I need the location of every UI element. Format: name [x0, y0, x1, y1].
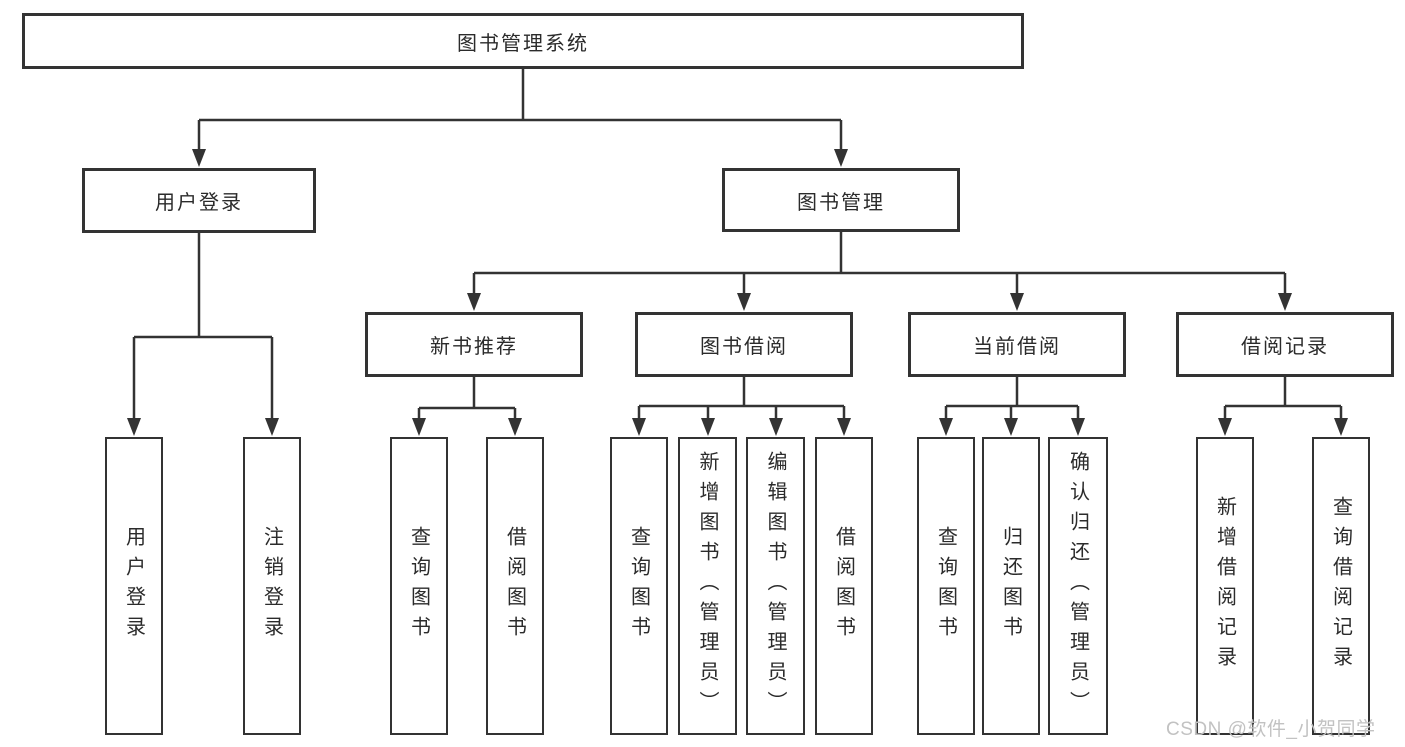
node-current-borrow-label: 当前借阅 [973, 336, 1061, 358]
leaf-add-borrow-record-label: 新增借阅记录 [1213, 496, 1236, 676]
leaf-return-book-label: 归还图书 [999, 526, 1022, 646]
arrowhead [1071, 418, 1085, 436]
arrowhead [412, 418, 426, 436]
leaf-recommend-borrow-book-label: 借阅图书 [503, 526, 526, 646]
arrowhead [939, 418, 953, 436]
node-user-login: 用户登录 [82, 168, 316, 233]
connector-root-to-level2 [197, 69, 843, 150]
leaf-borrow-query-book: 查询图书 [610, 437, 668, 735]
leaf-recommend-borrow-book: 借阅图书 [486, 437, 544, 735]
connector-borrow-to-leaves [637, 377, 846, 419]
leaf-edit-book-admin: 编辑图书（管理员） [746, 437, 805, 735]
connector-login-to-leaves [132, 233, 274, 419]
node-root-label: 图书管理系统 [457, 32, 589, 55]
leaf-borrow-book-label: 借阅图书 [832, 526, 855, 646]
arrowhead [1218, 418, 1232, 436]
arrowhead [837, 418, 851, 436]
arrowhead [834, 149, 848, 167]
leaf-add-book-admin: 新增图书（管理员） [678, 437, 737, 735]
node-book-borrow: 图书借阅 [635, 312, 853, 377]
arrowhead [192, 149, 206, 167]
arrowhead [1334, 418, 1348, 436]
connector-recommend-to-leaves [417, 377, 517, 419]
arrowhead [1010, 293, 1024, 311]
node-new-book-recommend-label: 新书推荐 [430, 336, 518, 358]
leaf-current-query-book: 查询图书 [917, 437, 975, 735]
leaf-user-login: 用户登录 [105, 437, 163, 735]
leaf-return-book: 归还图书 [982, 437, 1040, 735]
leaf-logout-label: 注销登录 [260, 526, 283, 646]
leaf-confirm-return-admin: 确认归还（管理员） [1048, 437, 1108, 735]
node-book-manage: 图书管理 [722, 168, 960, 232]
arrowhead [632, 418, 646, 436]
arrowhead [467, 293, 481, 311]
connector-manage-to-level3 [472, 232, 1287, 294]
node-user-login-label: 用户登录 [155, 192, 243, 214]
leaf-query-borrow-record-label: 查询借阅记录 [1329, 496, 1352, 676]
leaf-logout: 注销登录 [243, 437, 301, 735]
leaf-borrow-query-book-label: 查询图书 [627, 526, 650, 646]
leaf-query-borrow-record: 查询借阅记录 [1312, 437, 1370, 735]
node-book-borrow-label: 图书借阅 [700, 336, 788, 358]
node-borrow-records: 借阅记录 [1176, 312, 1394, 377]
arrowhead [1004, 418, 1018, 436]
connector-records-to-leaves [1223, 377, 1343, 419]
leaf-current-query-book-label: 查询图书 [934, 526, 957, 646]
leaf-add-borrow-record: 新增借阅记录 [1196, 437, 1254, 735]
arrowhead [508, 418, 522, 436]
node-book-manage-label: 图书管理 [797, 191, 885, 214]
leaf-recommend-query-book: 查询图书 [390, 437, 448, 735]
arrowhead [701, 418, 715, 436]
node-borrow-records-label: 借阅记录 [1241, 336, 1329, 358]
arrowhead [1278, 293, 1292, 311]
node-root: 图书管理系统 [22, 13, 1024, 69]
node-new-book-recommend: 新书推荐 [365, 312, 583, 377]
leaf-confirm-return-admin-label: 确认归还（管理员） [1066, 451, 1089, 721]
connector-current-to-leaves [944, 377, 1080, 419]
leaf-recommend-query-book-label: 查询图书 [407, 526, 430, 646]
leaf-borrow-book: 借阅图书 [815, 437, 873, 735]
arrowhead [769, 418, 783, 436]
node-current-borrow: 当前借阅 [908, 312, 1126, 377]
arrowhead [737, 293, 751, 311]
leaf-edit-book-admin-label: 编辑图书（管理员） [764, 451, 786, 721]
leaf-user-login-label: 用户登录 [122, 526, 145, 646]
arrowhead [265, 418, 279, 436]
leaf-add-book-admin-label: 新增图书（管理员） [696, 451, 718, 721]
csdn-watermark: CSDN @软件_小贺同学 [1166, 719, 1376, 740]
arrowhead [127, 418, 141, 436]
